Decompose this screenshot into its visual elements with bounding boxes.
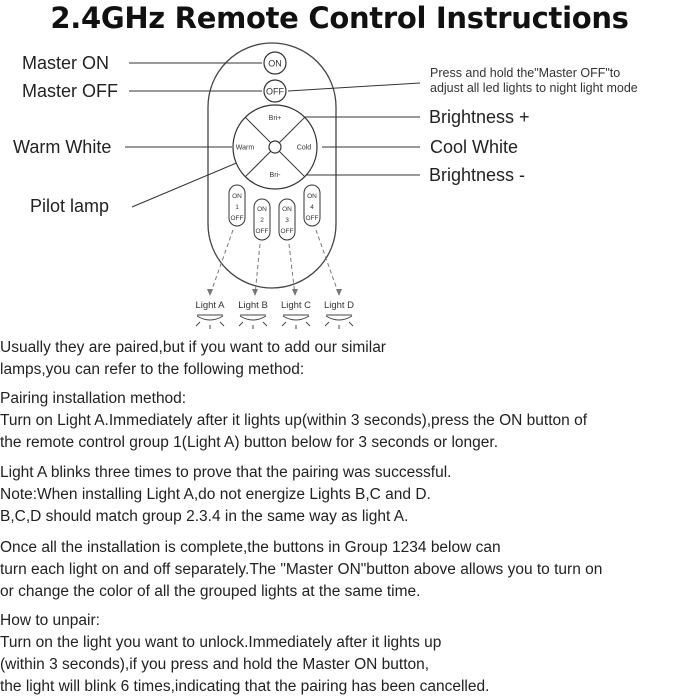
note-line: Press and hold the"Master OFF"to: [430, 66, 621, 80]
group-button-2: ON 2 OFF: [253, 198, 271, 241]
paragraph-line: the remote control group 1(Light A) butt…: [0, 434, 499, 451]
group-4-off: OFF: [306, 215, 319, 222]
intro-paragraph: Usually they are paired,but if you want …: [0, 337, 679, 381]
master-on-button-text: ON: [268, 59, 282, 69]
master-on-button: [263, 51, 287, 75]
note-line-pointer: [287, 82, 421, 92]
light-a-icon: [195, 314, 225, 329]
brightness-minus-label: Brightness -: [429, 165, 526, 185]
paragraph-line: Turn on the light you want to unlock.Imm…: [0, 634, 442, 651]
bri-minus-text: Bri-: [270, 172, 282, 179]
master-off-label: Master OFF: [22, 81, 119, 101]
master-off-button: [263, 79, 287, 103]
group-3-on: ON: [282, 206, 292, 213]
group-1-num: 1: [235, 204, 239, 211]
note-line: adjust all led lights to night light mod…: [430, 81, 638, 95]
cold-text: Cold: [297, 145, 312, 152]
group-button-1: ON 1 OFF: [228, 184, 246, 227]
paragraph-line: (within 3 seconds),if you press and hold…: [0, 656, 430, 673]
paragraph-line: Light A blinks three times to prove that…: [0, 464, 452, 481]
master-off-button-text: OFF: [266, 87, 284, 97]
paragraph-line: Pairing installation method:: [0, 390, 187, 407]
signal-line-c: [288, 243, 296, 296]
warm-text: Warm: [236, 145, 255, 152]
paragraph-line: or change the color of all the grouped l…: [0, 583, 421, 600]
pilot-lamp-label: Pilot lamp: [30, 196, 110, 216]
paragraph-line: turn each light on and off separately.Th…: [0, 561, 603, 578]
group-2-on: ON: [257, 206, 267, 213]
light-d-label: Light D: [324, 300, 354, 311]
blink-paragraph: Light A blinks three times to prove that…: [0, 462, 679, 528]
pairing-paragraph: Pairing installation method: Turn on Lig…: [0, 388, 679, 454]
paragraph-line: Turn on Light A.Immediately after it lig…: [0, 412, 587, 429]
light-b-icon: [238, 314, 268, 329]
bri-plus-text: Bri+: [269, 115, 282, 122]
warm-white-label: Warm White: [13, 137, 112, 157]
page-title: 2.4GHz Remote Control Instructions: [50, 1, 629, 35]
master-off-note: Press and hold the"Master OFF"to adjust …: [430, 66, 638, 96]
group-1-on: ON: [232, 193, 242, 200]
group-button-4: ON 4 OFF: [303, 184, 321, 227]
master-on-label: Master ON: [22, 53, 110, 73]
group-3-num: 3: [285, 217, 289, 224]
paragraph-line: lamps,you can refer to the following met…: [0, 361, 305, 378]
paragraph-line: How to unpair:: [0, 612, 100, 629]
group-paragraph: Once all the installation is complete,th…: [0, 537, 679, 603]
cool-white-label: Cool White: [430, 137, 519, 157]
group-3-off: OFF: [281, 228, 294, 235]
light-d-icon: [324, 314, 354, 329]
signal-line-d: [315, 229, 340, 296]
light-a-label: Light A: [195, 300, 225, 311]
group-4-on: ON: [307, 193, 317, 200]
group-4-num: 4: [310, 204, 314, 211]
paragraph-line: the light will blink 6 times,indicating …: [0, 678, 490, 695]
paragraph-line: Once all the installation is complete,th…: [0, 539, 501, 556]
remote-diagram: ON OFF Bri+ Bri- Warm Cold ON 1 OFF ON 2…: [125, 42, 421, 329]
paragraph-line: Note:When installing Light A,do not ener…: [0, 486, 431, 503]
light-c-icon: [281, 314, 311, 329]
group-1-off: OFF: [231, 215, 244, 222]
signal-line-a: [209, 229, 234, 296]
unpair-paragraph: How to unpair: Turn on the light you wan…: [0, 610, 679, 698]
brightness-plus-label: Brightness +: [429, 107, 530, 127]
light-c-label: Light C: [281, 300, 311, 311]
light-b-label: Light B: [238, 300, 268, 311]
group-2-off: OFF: [256, 228, 269, 235]
group-button-3: ON 3 OFF: [278, 198, 296, 241]
signal-line-b: [254, 243, 261, 296]
paragraph-line: B,C,D should match group 2.3.4 in the sa…: [0, 508, 409, 525]
pilot-lamp: [268, 140, 282, 154]
group-2-num: 2: [260, 217, 264, 224]
paragraph-line: Usually they are paired,but if you want …: [0, 339, 386, 356]
